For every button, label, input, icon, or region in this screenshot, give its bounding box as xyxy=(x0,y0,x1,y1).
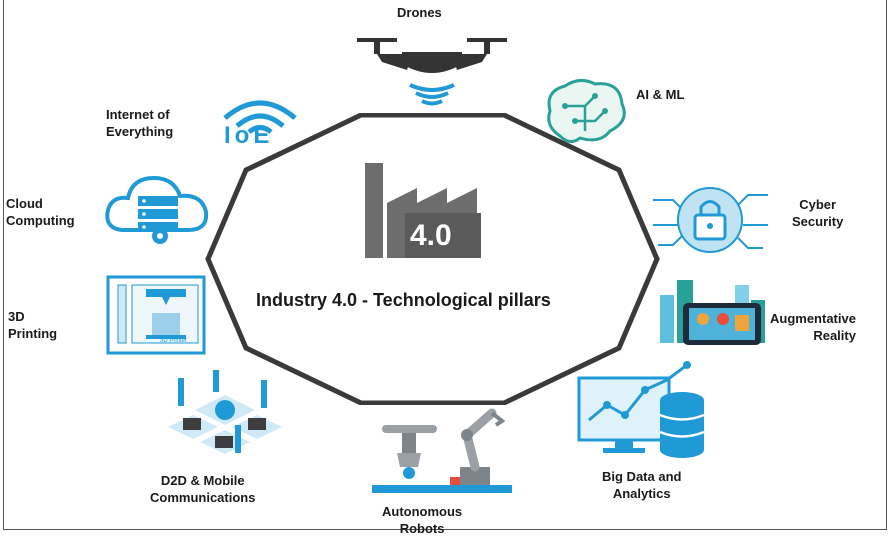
security-lock-icon xyxy=(653,187,768,253)
drone-icon xyxy=(357,38,507,106)
robot-arm-icon xyxy=(372,408,512,493)
printer-icon-caption: 3D Printer xyxy=(160,338,188,344)
pillar-label-big-data: Big Data and Analytics xyxy=(602,469,682,501)
brain-circuit-icon xyxy=(547,79,626,143)
pillar-label-autonomous-robots: Autonomous Robots xyxy=(382,504,463,536)
pillar-label-cyber-security: Cyber Security xyxy=(792,197,844,229)
diagram-frame xyxy=(3,0,887,530)
mobile-network-icon xyxy=(168,370,282,454)
pillar-label-internet-of-everything: Internet of Everything xyxy=(106,107,174,139)
pillar-label-augmentative-reality: Augmentative Reality xyxy=(770,311,856,343)
3d-printer-icon xyxy=(106,275,206,355)
industry-factory-icon xyxy=(365,163,481,258)
pillar-label-ai-ml: AI & ML xyxy=(636,87,685,102)
logo-version-text: 4.0 xyxy=(410,219,452,252)
center-title: Industry 4.0 - Technological pillars xyxy=(256,290,551,310)
central-decagon xyxy=(205,113,660,405)
augmented-reality-icon xyxy=(660,280,765,345)
pillar-label-3d-printing: 3D Printing xyxy=(8,309,58,341)
big-data-analytics-icon xyxy=(577,361,705,458)
ioe-icon-text: IoE xyxy=(224,122,274,149)
ioe-wifi-icon xyxy=(223,100,297,135)
pillar-label-drones: Drones xyxy=(397,5,442,20)
cloud-computing-icon xyxy=(105,175,209,244)
pillar-label-d2d-mobile: D2D & Mobile Communications xyxy=(150,473,256,505)
pillar-label-cloud-computing: Cloud Computing xyxy=(6,196,75,228)
